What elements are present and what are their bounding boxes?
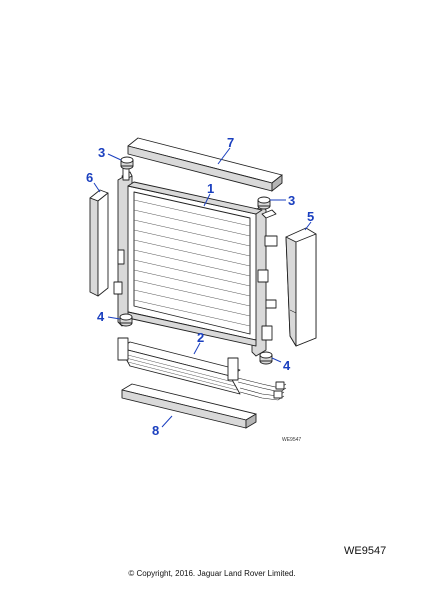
leader-5 [304, 221, 312, 231]
callout-4-left: 4 [97, 309, 105, 324]
illustration-reference-code: WE9547 [344, 545, 387, 557]
part-3-mount-bush-right [257, 196, 271, 210]
leader-1 [203, 193, 211, 207]
diagram-inner-code: WE9547 [282, 437, 301, 443]
callout-2: 2 [197, 330, 204, 345]
part-4-mount-bush-left [119, 313, 133, 327]
callout-4-right: 4 [283, 358, 291, 373]
callout-3-left: 3 [98, 145, 105, 160]
callout-8: 8 [152, 423, 159, 438]
part-7-top-seal-strip [127, 137, 283, 192]
part-1-radiator [113, 167, 278, 357]
leader-6 [93, 182, 101, 193]
leader-2 [193, 342, 201, 355]
part-4-mount-bush-right [259, 351, 273, 365]
callout-3-right: 3 [288, 193, 295, 208]
leader-4a [107, 316, 121, 320]
callout-6: 6 [86, 170, 93, 185]
callout-7: 7 [227, 135, 234, 150]
part-3-mount-bush-left [120, 156, 134, 170]
leader-3a [107, 153, 122, 161]
part-6-left-side-seal [89, 189, 109, 297]
callout-5: 5 [307, 209, 314, 224]
radiator-core-fins [133, 199, 251, 327]
part-5-right-air-deflector [285, 227, 317, 347]
leader-8 [161, 415, 173, 428]
leader-7 [217, 147, 231, 165]
part-8-bottom-seal-strip [121, 383, 257, 429]
leader-4b [271, 357, 282, 363]
copyright-notice: © Copyright, 2016. Jaguar Land Rover Lim… [128, 569, 296, 578]
callout-1: 1 [207, 181, 214, 196]
part-2-oil-cooler [117, 337, 287, 401]
